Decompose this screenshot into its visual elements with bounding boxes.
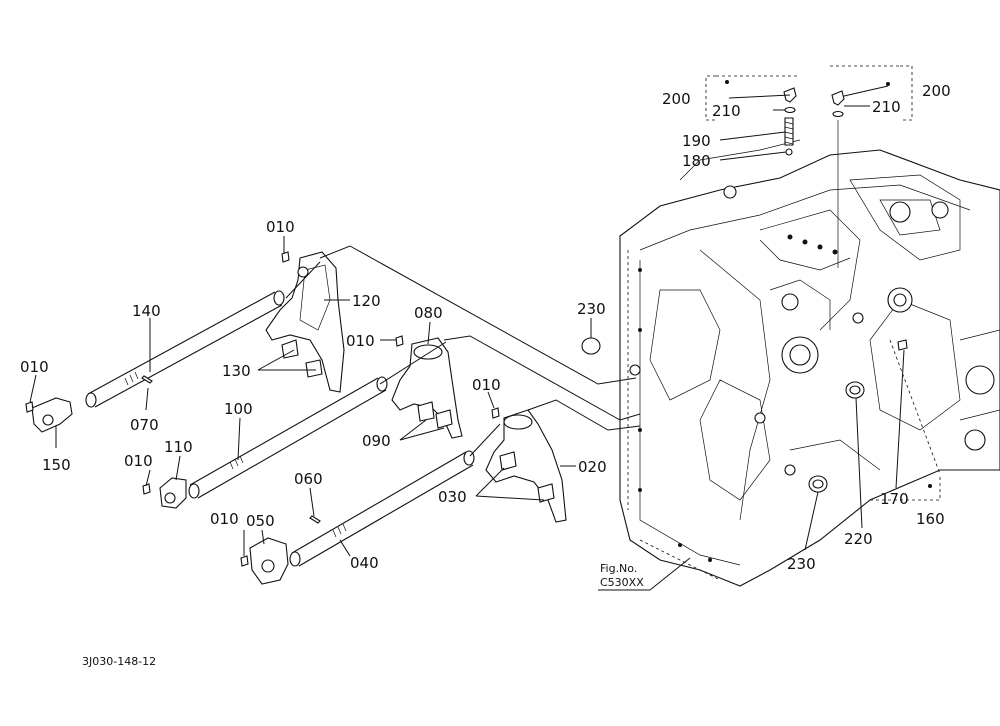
label-030: 030 xyxy=(438,488,467,506)
label-150: 150 xyxy=(42,456,71,474)
shift-shaft-100 xyxy=(188,376,388,499)
label-100: 100 xyxy=(224,400,253,418)
label-170: 170 xyxy=(880,490,909,508)
shift-arm-050 xyxy=(249,537,289,585)
leader-lines xyxy=(29,65,941,591)
shift-fork-020 xyxy=(485,409,567,523)
label-080: 080 xyxy=(414,304,443,322)
shift-arm-150 xyxy=(31,397,73,433)
figure-ref-number: C530XX xyxy=(600,576,644,589)
label-110: 110 xyxy=(164,438,193,456)
label-140: 140 xyxy=(132,302,161,320)
label-200: 200 xyxy=(662,90,691,108)
label-130: 130 xyxy=(222,362,251,380)
transmission-case xyxy=(619,139,1000,587)
label-020: 020 xyxy=(578,458,607,476)
label-010: 010 xyxy=(346,332,375,350)
part-labels: 010 120 140 010 130 070 150 080 010 100 … xyxy=(20,82,951,668)
label-210: 210 xyxy=(872,98,901,116)
label-190: 190 xyxy=(682,132,711,150)
label-090: 090 xyxy=(362,432,391,450)
label-230: 230 xyxy=(787,555,816,573)
shift-shaft-140 xyxy=(85,290,285,408)
label-220: 220 xyxy=(844,530,873,548)
screws-010 xyxy=(25,251,908,567)
shift-arm-110 xyxy=(159,477,187,509)
label-230: 230 xyxy=(577,300,606,318)
pins xyxy=(141,375,321,524)
shift-fork-120 xyxy=(265,251,345,393)
label-050: 050 xyxy=(246,512,275,530)
shift-fork-080 xyxy=(391,337,463,439)
label-010: 010 xyxy=(472,376,501,394)
label-010: 010 xyxy=(266,218,295,236)
label-160: 160 xyxy=(916,510,945,528)
label-200: 200 xyxy=(922,82,951,100)
label-060: 060 xyxy=(294,470,323,488)
label-010: 010 xyxy=(124,452,153,470)
detent-assembly xyxy=(783,87,845,268)
label-070: 070 xyxy=(130,416,159,434)
label-010: 010 xyxy=(210,510,239,528)
label-040: 040 xyxy=(350,554,379,572)
label-120: 120 xyxy=(352,292,381,310)
figure-ref-label: Fig.No. xyxy=(600,562,637,575)
label-010: 010 xyxy=(20,358,49,376)
shift-shaft-040 xyxy=(289,450,475,567)
drawing-code: 3J030-148-12 xyxy=(82,655,156,668)
label-180: 180 xyxy=(682,152,711,170)
label-210: 210 xyxy=(712,102,741,120)
